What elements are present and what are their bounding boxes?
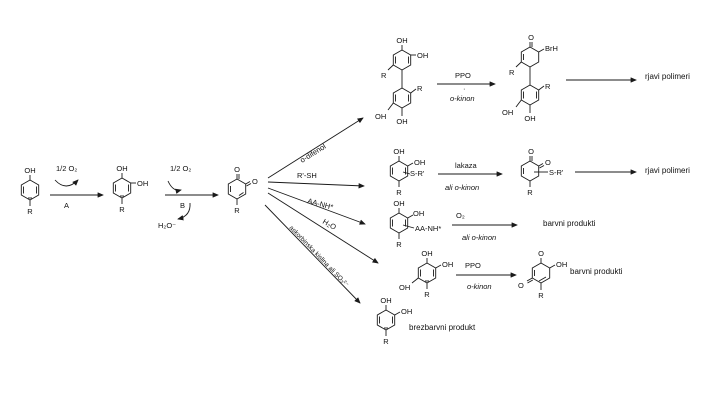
o2-step: O₂ ali o-kinon (452, 211, 518, 242)
quinone-r-label: R (234, 206, 240, 215)
trihydroxy-r-label: R (424, 290, 430, 299)
catechol-molecule: OH OH R (112, 164, 148, 214)
top-product-oh-label-1: OH (502, 108, 513, 117)
thiol-adduct-molecule: OH OH S-R' R (389, 147, 425, 197)
step-a: 1/2 O₂ A (50, 164, 104, 210)
amino-oh-label-1: OH (393, 199, 404, 208)
catechol-r-label: R (119, 205, 125, 214)
biphenyl-r-label-2: R (417, 84, 423, 93)
hq-product-oh-label: OH (556, 260, 567, 269)
step-b-label: B (180, 201, 185, 210)
quinone-o-label-1: O (234, 165, 240, 174)
hq-product-r-label: R (538, 291, 544, 300)
trihydroxy-oh-label-3: OH (399, 283, 410, 292)
branch-aanh: AA-NH* (267, 187, 366, 225)
branch-askorbinska-arrow (264, 204, 361, 304)
hydroxy-quinone-product: O OH O R (518, 249, 567, 300)
step-b-curved-arrow-out (177, 202, 191, 221)
step-a-reagent: 1/2 O₂ (56, 164, 77, 173)
branch-aanh-label: AA-NH* (306, 196, 334, 212)
thiol-r-label: R (396, 188, 402, 197)
product-rjavi-polimeri-2: rjavi polimeri (645, 166, 690, 175)
top-quinone-product: O BrH R R OH OH (502, 33, 558, 123)
product-barvni-produkti-1: barvni produkti (543, 219, 596, 228)
reduced-oh-label-2: OH (401, 307, 412, 316)
lakaza-okinon-label: ali o-kinon (445, 183, 479, 192)
lakaza-step: lakaza ali o-kinon (438, 161, 503, 192)
branch-odifenol: o-difenol (267, 117, 364, 179)
biphenyl-r-label-1: R (381, 71, 387, 80)
amino-oh-label-2: OH (413, 209, 424, 218)
catechol-oh-label-1: OH (116, 164, 127, 173)
product-barvni-produkti-2: barvni produkti (570, 267, 623, 276)
thiol-sr-label: S-R' (410, 169, 425, 178)
trihydroxy-oh-label-1: OH (421, 249, 432, 258)
step-b-curved-arrow-in (167, 180, 182, 194)
top-okinon-label: o-kinon (450, 94, 475, 103)
thiol-product-sr-label: S-R' (549, 168, 564, 177)
thiol-product-o-label-2: O (545, 158, 551, 167)
thiol-quinone-product: O O S-R' R (520, 147, 564, 197)
lakaza-label: lakaza (455, 161, 478, 170)
step-a-curved-arrow (54, 179, 79, 187)
biphenyl-tetraol-molecule: OH OH R R OH OH (375, 36, 428, 126)
product-brezbarvni: brezbarvni produkt (409, 323, 476, 332)
bottom-okinon-label: o-kinon (467, 282, 492, 291)
quinone-o-label-2: O (252, 177, 258, 186)
top-product-r-label-1: R (509, 68, 515, 77)
biphenyl-oh-label-4: OH (396, 117, 407, 126)
trihydroxy-oh-label-2: OH (442, 260, 453, 269)
step-a-label: A (64, 201, 69, 210)
branch-h2o-arrow (267, 192, 379, 264)
o-quinone-molecule: O O R (227, 165, 258, 215)
o2-label: O₂ (456, 211, 465, 220)
step-b-reagent: 1/2 O₂ (170, 164, 191, 173)
top-ppo-step: PPO · o-kinon (437, 71, 496, 103)
branch-rsh-arrow (267, 181, 365, 189)
reduced-catechol-molecule: OH OH R (376, 296, 412, 346)
top-product-brh-label: BrH (545, 44, 558, 53)
thiol-oh-label-1: OH (393, 147, 404, 156)
hq-product-o-label-1: O (538, 249, 544, 258)
branch-askorbinska-label: askorbinska kislina ali SO₃²⁻ (288, 225, 351, 289)
biphenyl-oh-label-1: OH (396, 36, 407, 45)
top-ppo-label: PPO (455, 71, 471, 80)
phenol-oh-label: OH (24, 166, 35, 175)
branch-rsh: R'-SH (267, 171, 365, 189)
catechol-oh-label-2: OH (137, 179, 148, 188)
thiol-oh-label-2: OH (414, 158, 425, 167)
reduced-oh-label-1: OH (380, 296, 391, 305)
amino-r-label: R (396, 240, 402, 249)
trihydroxy-molecule: OH OH OH R (399, 249, 453, 299)
top-product-r-label-2: R (545, 82, 551, 91)
o2-okinon-label: ali o-kinon (462, 233, 496, 242)
bottom-ppo-label: PPO (465, 261, 481, 270)
branch-rsh-label: R'-SH (297, 171, 317, 180)
product-rjavi-polimeri-1: rjavi polimeri (645, 72, 690, 81)
bottom-ppo-step: PPO o-kinon (456, 261, 517, 291)
top-product-o-label: O (528, 33, 534, 42)
branch-aanh-arrow (267, 187, 366, 225)
phenol-r-label: R (27, 207, 33, 216)
amino-aanh-label: AA-NH* (415, 224, 441, 233)
top-dot-label: · (463, 84, 466, 93)
thiol-product-o-label-1: O (528, 147, 534, 156)
thiol-product-r-label: R (527, 188, 533, 197)
branch-odifenol-label: o-difenol (298, 142, 327, 165)
branch-askorbinska: askorbinska kislina ali SO₃²⁻ (264, 204, 361, 304)
biphenyl-oh-label-2: OH (417, 51, 428, 60)
amino-adduct-molecule: OH OH AA-NH* R (389, 199, 441, 249)
hq-product-o-label-2: O (518, 281, 524, 290)
branch-odifenol-arrow (267, 117, 364, 179)
step-b: 1/2 O₂ B H₂O⁻ (158, 164, 219, 230)
reduced-r-label: R (383, 337, 389, 346)
top-product-oh-label-2: OH (524, 114, 535, 123)
biphenyl-oh-label-3: OH (375, 112, 386, 121)
branch-h2o-label: H₂O (321, 217, 338, 232)
phenol-molecule: OH R (20, 166, 40, 216)
step-b-h2o-label: H₂O⁻ (158, 221, 176, 230)
